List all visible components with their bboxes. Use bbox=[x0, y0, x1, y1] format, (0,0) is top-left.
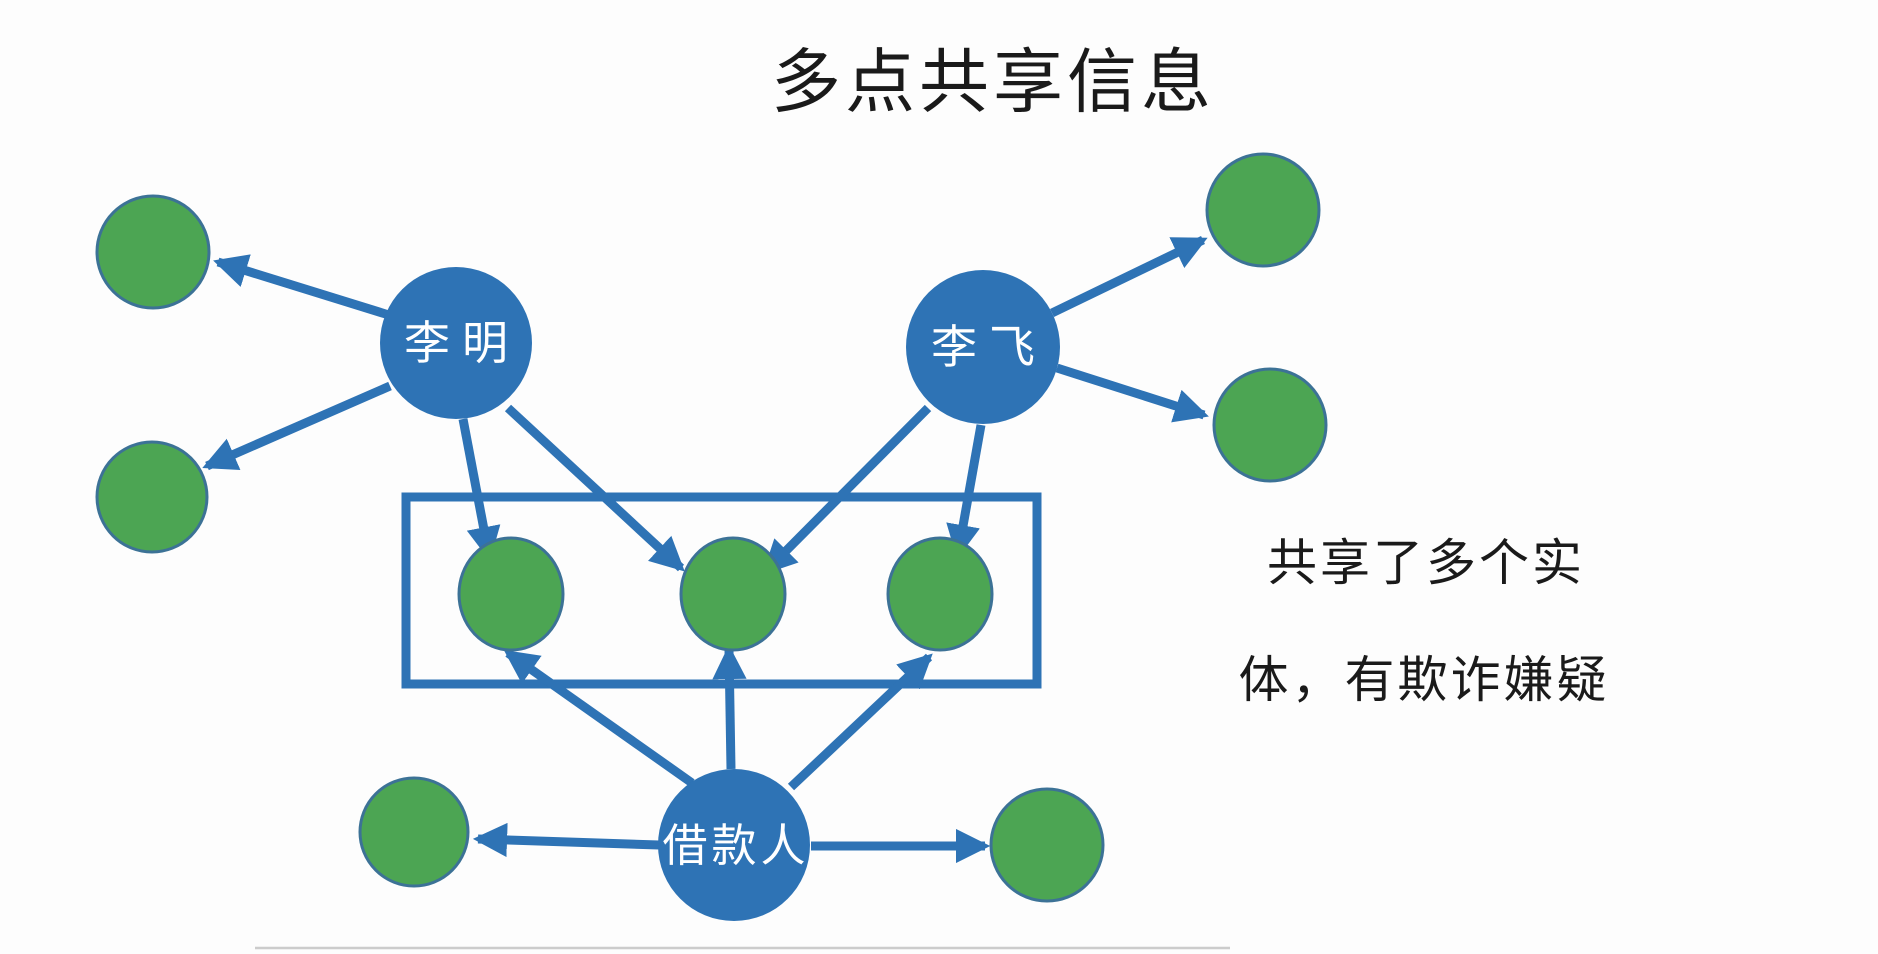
node-lifei-label: 李飞 bbox=[931, 320, 1047, 374]
arrow-lifei-to-entity-top-right bbox=[1050, 235, 1208, 318]
entity-circle-mid-left bbox=[95, 440, 209, 554]
person-nodes: 李明 李飞 借款人 bbox=[380, 267, 1060, 921]
arrow-liming-to-shared-entity-2 bbox=[504, 404, 685, 572]
shared-entities-box bbox=[401, 492, 1042, 689]
arrow-borrower-to-shared-entity-1 bbox=[503, 649, 695, 787]
shared-entity-circle-1 bbox=[457, 536, 565, 652]
arrow-liming-to-shared-entity-1 bbox=[458, 418, 501, 562]
fraud-annotation: 共享了多个实 体，有欺诈嫌疑 bbox=[1239, 534, 1610, 709]
entity-circle-bottom-right bbox=[989, 787, 1105, 903]
node-borrower bbox=[658, 769, 810, 921]
arrow-borrower-to-shared-entity-3 bbox=[787, 653, 933, 791]
arrow-lifei-to-shared-entity-3 bbox=[946, 424, 986, 560]
arrow-liming-to-entity-top-left bbox=[213, 254, 394, 321]
shared-entity-circle-2 bbox=[679, 536, 787, 652]
entity-circle-top-left bbox=[95, 194, 211, 310]
annotation-line-1: 共享了多个实 bbox=[1267, 534, 1585, 592]
node-liming-label: 李明 bbox=[404, 316, 520, 370]
node-borrower-label: 借款人 bbox=[662, 819, 809, 872]
node-lifei bbox=[906, 270, 1060, 424]
entity-circle-bottom-left bbox=[358, 776, 470, 888]
entity-circle-top-right bbox=[1205, 152, 1321, 268]
node-liming bbox=[380, 267, 532, 419]
entity-circle-right-mid bbox=[1212, 367, 1328, 483]
arrow-borrower-to-shared-entity-2 bbox=[712, 644, 747, 770]
shared-entity-circle-3 bbox=[886, 536, 994, 652]
annotation-line-2: 体，有欺诈嫌疑 bbox=[1239, 651, 1610, 709]
arrow-liming-to-entity-mid-left bbox=[202, 381, 392, 471]
entity-nodes bbox=[95, 152, 1328, 903]
arrow-borrower-to-entity-bottom-left bbox=[472, 822, 660, 858]
edge-arrows bbox=[202, 235, 1209, 864]
arrow-lifei-to-entity-right-mid bbox=[1055, 363, 1209, 423]
arrow-lifei-to-shared-entity-2 bbox=[762, 404, 932, 575]
diagram-title: 多点共享信息 bbox=[771, 41, 1215, 123]
